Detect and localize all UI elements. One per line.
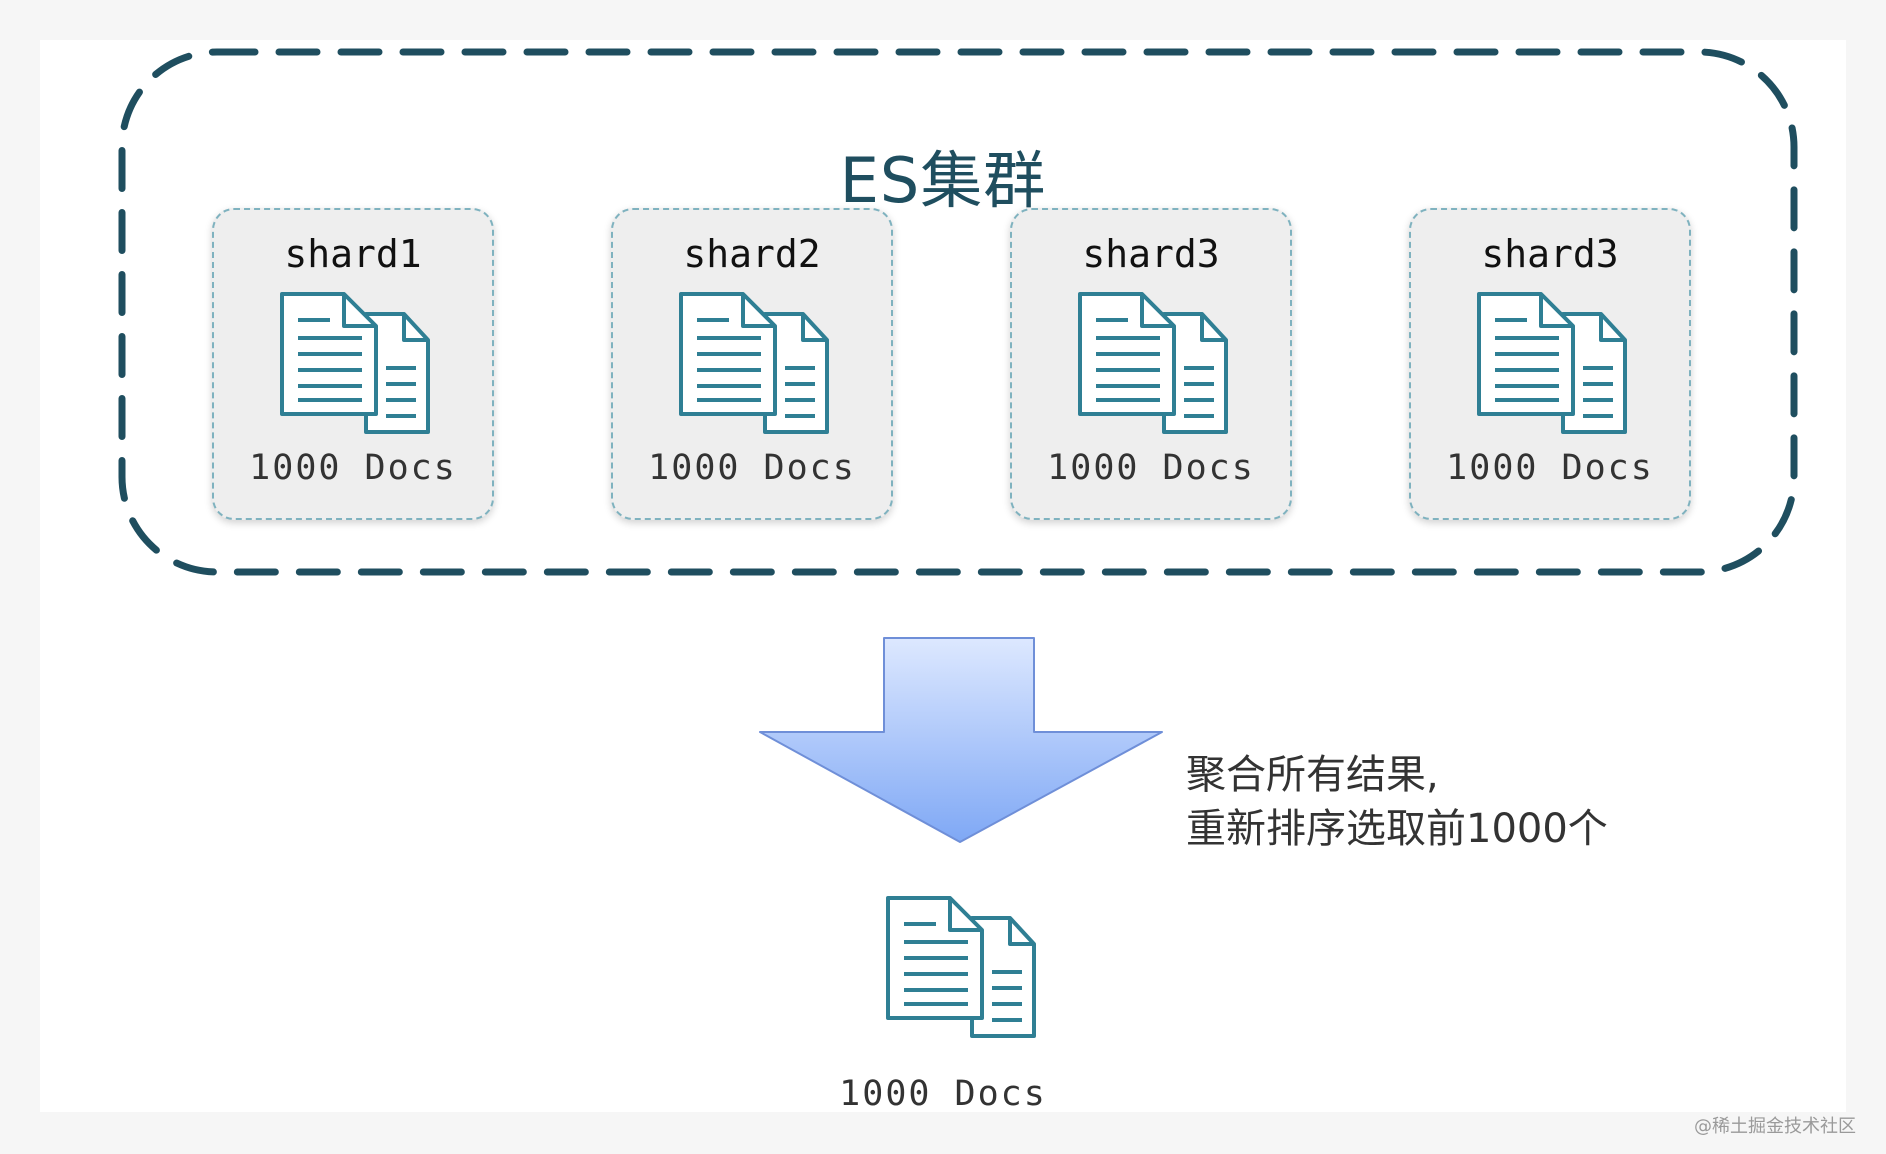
watermark: @稀土掘金技术社区 xyxy=(1694,1116,1856,1137)
documents-icon xyxy=(679,292,829,434)
shard-doc-count: 1000 Docs xyxy=(1047,448,1255,488)
shard-name: shard3 xyxy=(1082,232,1220,276)
shard-card-4: shard3 1 xyxy=(1409,208,1691,520)
documents-icon xyxy=(886,896,1036,1038)
result-doc-count: 1000 Docs xyxy=(839,1074,1047,1114)
es-cluster-border xyxy=(118,48,1798,576)
shard-name: shard2 xyxy=(683,232,821,276)
note-line-2: 重新排序选取前1000个 xyxy=(1186,806,1608,852)
aggregation-note: 聚合所有结果, 重新排序选取前1000个 xyxy=(1186,748,1608,856)
shard-doc-count: 1000 Docs xyxy=(249,448,457,488)
diagram-canvas: ES集群 shard1 xyxy=(40,40,1846,1114)
shard-doc-count: 1000 Docs xyxy=(1446,448,1654,488)
note-line-1: 聚合所有结果, xyxy=(1186,752,1439,798)
shard-card-2: shard2 1 xyxy=(611,208,893,520)
cluster-title: ES集群 xyxy=(839,144,1047,217)
down-arrow-icon xyxy=(759,637,1163,843)
shard-name: shard3 xyxy=(1481,232,1619,276)
shard-doc-count: 1000 Docs xyxy=(648,448,856,488)
documents-icon xyxy=(280,292,430,434)
shard-card-3: shard3 1 xyxy=(1010,208,1292,520)
documents-icon xyxy=(1477,292,1627,434)
shard-name: shard1 xyxy=(284,232,422,276)
documents-icon xyxy=(1078,292,1228,434)
shard-card-1: shard1 1 xyxy=(212,208,494,520)
